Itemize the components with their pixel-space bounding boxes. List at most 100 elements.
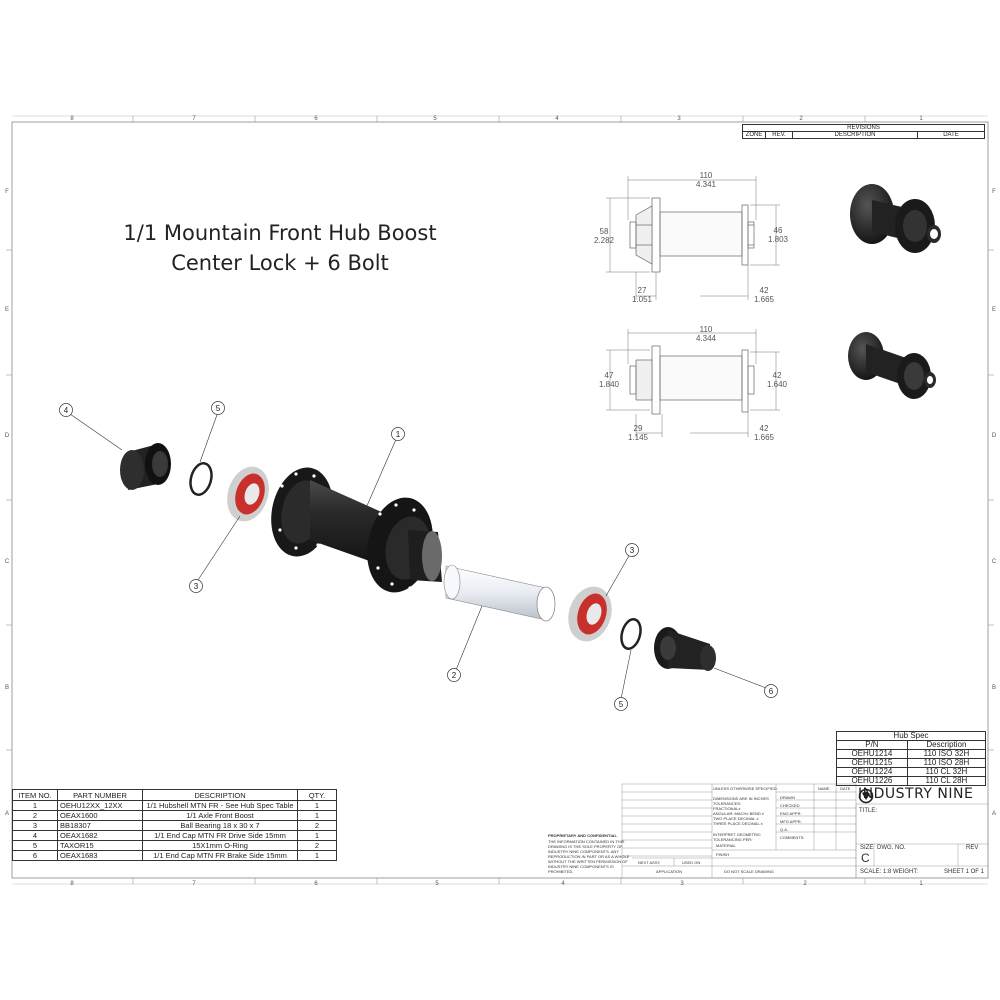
hub-shell: [271, 467, 442, 593]
bom-cell: 1: [12, 800, 58, 811]
balloon: 3: [625, 543, 639, 557]
tb-angular: ANGULAR: MACH± BEND ±: [713, 811, 765, 816]
dim-top-width-mm: 110: [700, 171, 713, 180]
zone-col-top: 3: [677, 116, 681, 122]
hub-side-view-iso: [606, 176, 780, 300]
zone-col-bottom: 3: [680, 881, 684, 887]
axle: [443, 564, 556, 622]
drawing-title: 1/1 Mountain Front Hub Boost Center Lock…: [80, 218, 480, 278]
zone-col-top: 1: [919, 116, 923, 122]
tb-prop-text: PROHIBITED.: [548, 869, 574, 874]
balloon: 6: [764, 684, 778, 698]
tb-prop-text: THE INFORMATION CONTAINED IN THIS: [548, 839, 625, 844]
tb-drawn: DRAWN: [780, 795, 795, 800]
tb-size-label: SIZE: [860, 845, 874, 851]
tb-two-place: TWO PLACE DECIMAL ±: [713, 816, 759, 821]
bom-cell: 5: [12, 840, 58, 851]
hub-spec-cell: OEHU1226: [836, 776, 908, 786]
zone-row-left: B: [5, 685, 9, 691]
tb-prop-text: REPRODUCTION IN PART OR AS A WHOLE: [548, 854, 630, 859]
zone-col-bottom: 6: [314, 881, 318, 887]
hub-spec-cell: 110 CL 28H: [906, 776, 987, 786]
bom-cell: TAXOR15: [57, 840, 143, 851]
revisions-header: DATE: [917, 131, 985, 139]
svg-text:3: 3: [630, 546, 635, 555]
tb-application: APPLICATION: [656, 869, 683, 874]
tb-scale: SCALE: 1:8 WEIGHT:: [860, 869, 919, 875]
tb-date: DATE: [840, 786, 851, 791]
table-row: 4 OEAX1682 1/1 End Cap MTN FR Drive Side…: [12, 830, 337, 841]
bom-cell: 1: [297, 810, 337, 821]
zone-col-bottom: 2: [803, 881, 807, 887]
tb-prop-text: DRAWING IS THE SOLE PROPERTY OF: [548, 844, 623, 849]
bom-cell: 15X1mm O-Ring: [142, 840, 298, 851]
bom-cell: 1: [297, 830, 337, 841]
dim-top-left-h-mm: 58: [600, 227, 609, 236]
dim-top-left-off-mm: 27: [638, 286, 647, 295]
table-row: 5 TAXOR15 15X1mm O-Ring 2: [12, 840, 337, 851]
tb-prop-text: WITHOUT THE WRITTEN PERMISSION OF: [548, 859, 628, 864]
svg-text:5: 5: [216, 404, 221, 413]
zone-labels: 8 7 6 5 4 3 2 1 8 7 6 5 4 3 2 1 F E D C …: [5, 116, 997, 887]
dim-bot-left-off-in: 1.145: [628, 433, 649, 442]
bom-cell: 1/1 Axle Front Boost: [142, 810, 298, 821]
drawing-title-line2: Center Lock + 6 Bolt: [171, 251, 389, 275]
zone-col-top: 8: [70, 116, 74, 122]
end-cap-brake-side: [654, 627, 716, 671]
revisions-header: DESCRIPTION: [792, 131, 918, 139]
svg-text:4: 4: [64, 406, 69, 415]
zone-col-bottom: 5: [435, 881, 439, 887]
svg-text:3: 3: [194, 582, 199, 591]
hub-render-iso: [850, 184, 941, 253]
tb-comments: COMMENTS:: [780, 835, 805, 840]
tb-eng-appr: ENG APPR.: [780, 811, 802, 816]
svg-text:6: 6: [769, 687, 774, 696]
svg-text:1: 1: [396, 430, 401, 439]
bom-cell: BB18307: [57, 820, 143, 831]
bom-cell: Ball Bearing 18 x 30 x 7: [142, 820, 298, 831]
table-row: 6 OEAX1683 1/1 End Cap MTN FR Brake Side…: [12, 850, 337, 861]
tb-prop-text: INDUSTRY NINE COMPONENTS. ANY: [548, 849, 619, 854]
balloon: 5: [211, 401, 225, 415]
dim-bot-width-in: 4.344: [696, 334, 717, 343]
tb-dwg-no: DWG. NO.: [877, 845, 906, 851]
bom-cell: 2: [12, 810, 58, 821]
tb-proprietary: PROPRIETARY AND CONFIDENTIAL: [548, 833, 617, 838]
hub-render-cl: [848, 332, 936, 399]
zone-ticks: [6, 116, 994, 884]
dim-top-right-h-mm: 46: [774, 226, 783, 235]
bill-of-materials-table: ITEM NO. PART NUMBER DESCRIPTION QTY. 1 …: [12, 789, 337, 861]
zone-row-left: D: [5, 433, 10, 439]
zone-col-bottom: 8: [70, 881, 74, 887]
zone-row-right: A: [992, 811, 996, 817]
tb-rev-label: REV: [966, 845, 979, 851]
zone-row-left: F: [5, 189, 9, 195]
balloons: 4 5 3 1 2 3 5 6: [59, 401, 778, 711]
revisions-header: ZONE: [742, 131, 766, 139]
tb-dims-inches: DIMENSIONS ARE IN INCHES: [713, 796, 769, 801]
o-ring-right: [620, 618, 642, 650]
drawing-title-line1: 1/1 Mountain Front Hub Boost: [123, 221, 437, 245]
bom-cell: 4: [12, 830, 58, 841]
dim-bot-right-h-mm: 42: [773, 371, 782, 380]
tb-interpret: INTERPRET GEOMETRIC: [713, 832, 761, 837]
bom-header: ITEM NO.: [12, 789, 58, 801]
tb-mfg-appr: MFG APPR.: [780, 819, 802, 824]
tb-name: NAME: [818, 786, 830, 791]
tb-next-assy: NEXT ASSY: [638, 860, 661, 865]
tb-unless: UNLESS OTHERWISE SPECIFIED:: [713, 786, 778, 791]
zone-col-top: 6: [314, 116, 318, 122]
zone-row-left: C: [5, 559, 10, 565]
bom-cell: 1/1 Hubshell MTN FR - See Hub Spec Table: [142, 800, 298, 811]
dim-top-left-h-in: 2.282: [594, 236, 615, 245]
bom-cell: 3: [12, 820, 58, 831]
tb-qa: Q.A.: [780, 827, 789, 832]
tb-tolerances: TOLERANCES:: [713, 801, 742, 806]
bom-cell: 2: [297, 840, 337, 851]
balloon: 1: [391, 427, 405, 441]
revisions-header: REV.: [765, 131, 793, 139]
revisions-title: REVISIONS: [742, 124, 985, 132]
